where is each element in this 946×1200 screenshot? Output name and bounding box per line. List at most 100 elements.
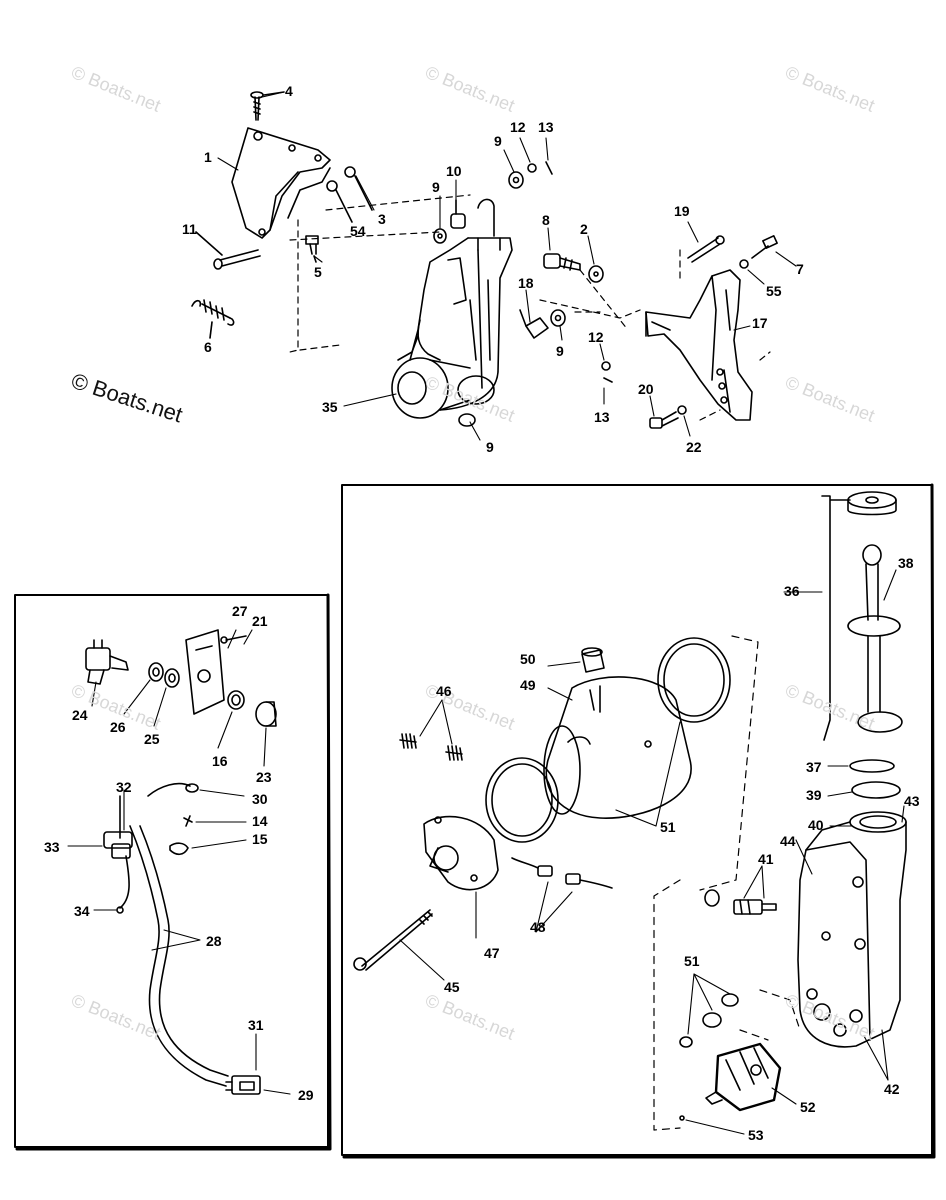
- callout-23: 23: [256, 769, 272, 785]
- spring-part-6: [191, 299, 235, 339]
- callout-48: 48: [530, 919, 546, 935]
- bolt-part-8: [543, 253, 581, 271]
- callout-43: 43: [904, 793, 920, 809]
- bracket-part-1: [231, 127, 331, 239]
- washer-part-51-b: [702, 1012, 722, 1028]
- pin-part-11: [195, 231, 261, 270]
- washer-part-22: [677, 405, 687, 415]
- pin-part-18: [519, 309, 549, 339]
- callout-28: 28: [206, 933, 222, 949]
- right-inset-shadow: [342, 483, 936, 1159]
- washer-part-25: [164, 668, 180, 688]
- callout-35: 35: [322, 399, 338, 415]
- callout-44: 44: [780, 833, 796, 849]
- callout-9-b: 9: [494, 133, 502, 149]
- callout-11: 11: [182, 221, 197, 237]
- fitting-part-50: [581, 647, 605, 673]
- washer-part-54: [326, 180, 338, 192]
- through-bolt-part-45: [353, 909, 433, 971]
- washer-part-2: [588, 265, 604, 283]
- callout-7: 7: [796, 261, 804, 277]
- callout-41: 41: [758, 851, 774, 867]
- callout-6: 6: [204, 339, 212, 355]
- callout-1: 1: [204, 149, 212, 165]
- callout-9-d: 9: [486, 439, 494, 455]
- left-inset-shadow: [15, 593, 332, 1151]
- assembly-lines-right: [653, 635, 801, 1131]
- screw-part-14: [183, 815, 193, 827]
- plug-part-29: [225, 1075, 261, 1095]
- callout-2: 2: [580, 221, 588, 237]
- callout-52: 52: [800, 1099, 816, 1115]
- callout-13-a: 13: [538, 119, 554, 135]
- callout-26: 26: [110, 719, 126, 735]
- pin-part-13-a: [545, 161, 553, 175]
- screw-part-5: [305, 235, 319, 263]
- o-ring-part-37: [849, 759, 895, 773]
- assembly-lines-top: [289, 194, 771, 421]
- callout-14: 14: [252, 813, 268, 829]
- washer-part-55: [739, 259, 749, 269]
- screw-part-21: [225, 635, 247, 641]
- washer-part-9-d: [458, 413, 476, 427]
- callout-42: 42: [884, 1081, 900, 1097]
- callout-32: 32: [116, 779, 132, 795]
- cap-part-23: [255, 701, 277, 727]
- callout-25: 25: [144, 731, 160, 747]
- plate-part-27: [185, 629, 225, 715]
- callout-30: 30: [252, 791, 268, 807]
- nut-part-26: [148, 662, 164, 682]
- callout-12-b: 12: [588, 329, 604, 345]
- bracket-part-17: [645, 269, 753, 421]
- motor-part-35: [391, 198, 513, 419]
- washer-part-51-c: [679, 1036, 693, 1048]
- wire-part-30: [147, 782, 191, 797]
- gear-part-52: [705, 1042, 782, 1112]
- callout-9-a: 9: [432, 179, 440, 195]
- callout-16: 16: [212, 753, 228, 769]
- gasket-part-51-top: [657, 637, 731, 723]
- washer-part-12-a: [527, 163, 537, 173]
- callout-40: 40: [808, 817, 824, 833]
- bushing-part-16: [227, 690, 245, 710]
- nut-part-3: [344, 166, 356, 178]
- screw-part-20: [649, 411, 679, 429]
- callout-29: 29: [298, 1087, 314, 1103]
- callout-31: 31: [248, 1017, 264, 1033]
- callout-54: 54: [350, 223, 366, 239]
- washer-part-12-b: [601, 361, 611, 371]
- wiring-harness-part-28: [129, 825, 229, 1087]
- wire-part-34: [119, 855, 130, 909]
- ball-part-53: [679, 1115, 685, 1121]
- callout-47: 47: [484, 945, 500, 961]
- callout-37: 37: [806, 759, 822, 775]
- callout-49: 49: [520, 677, 536, 693]
- bushing-part-10: [450, 199, 466, 229]
- reservoir-part-36: [821, 491, 903, 741]
- callout-13-b: 13: [594, 409, 610, 425]
- callout-24: 24: [72, 707, 88, 723]
- callout-27: 27: [232, 603, 248, 619]
- connector-part-33: [103, 831, 133, 849]
- callout-20: 20: [638, 381, 654, 397]
- callout-15: 15: [252, 831, 268, 847]
- switch-part-24: [85, 639, 129, 685]
- callout-34: 34: [74, 903, 90, 919]
- callout-22: 22: [686, 439, 702, 455]
- callout-10: 10: [446, 163, 462, 179]
- pump-housing-part-44: [797, 811, 907, 1048]
- callout-3: 3: [378, 211, 386, 227]
- brushes-part-48: [511, 857, 613, 889]
- callout-51-b: 51: [684, 953, 700, 969]
- callout-55: 55: [766, 283, 782, 299]
- callout-17: 17: [752, 315, 768, 331]
- washer-part-9-b: [508, 171, 524, 189]
- washer-part-9-c: [550, 309, 566, 327]
- callout-18: 18: [518, 275, 534, 291]
- callout-4: 4: [285, 83, 293, 99]
- pin-part-13-b: [603, 377, 613, 383]
- callout-33: 33: [44, 839, 60, 855]
- callout-36: 36: [784, 583, 800, 599]
- callout-5: 5: [314, 264, 322, 280]
